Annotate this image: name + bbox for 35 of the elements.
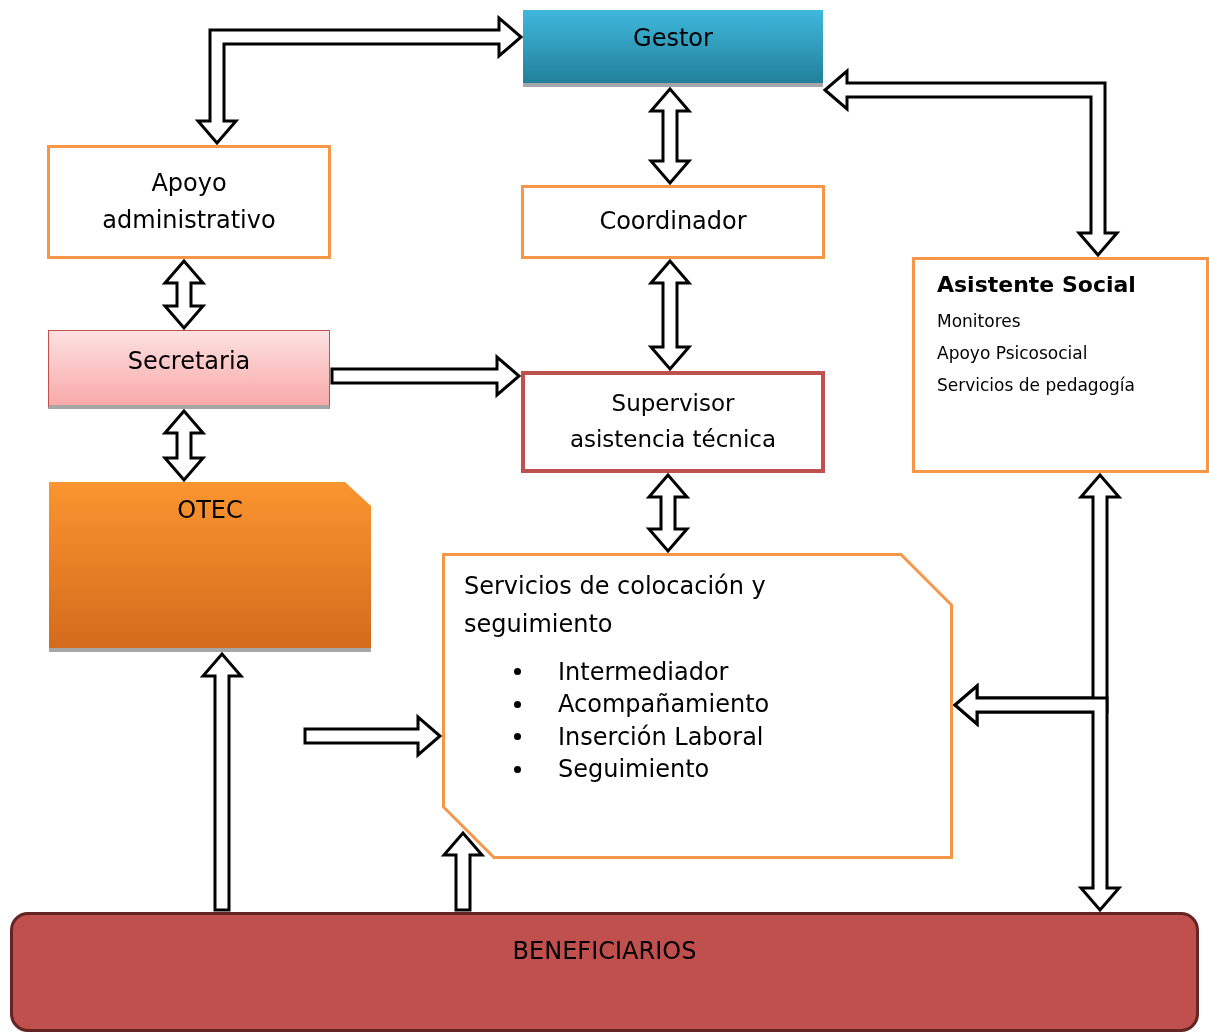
block-arrow	[647, 86, 693, 186]
node-text: Secretaria	[127, 346, 251, 377]
node-text: Apoyo administrativo	[101, 167, 277, 236]
list-item: Servicios de pedagogía	[937, 375, 1136, 395]
node-text: Supervisor asistencia técnica	[568, 389, 778, 454]
block-arrow	[440, 830, 486, 912]
bullet-item: Seguimiento	[558, 753, 710, 785]
block-arrow	[647, 258, 693, 372]
bullet-item: Acompañamiento	[558, 689, 770, 721]
node-text: Gestor	[633, 23, 713, 54]
node-text: Coordinador	[599, 206, 747, 238]
bullet-item: Inserción Laboral	[558, 721, 764, 753]
process-box	[521, 185, 825, 259]
process-box	[523, 10, 823, 87]
block-arrow	[199, 651, 245, 912]
node-text: BENEFICIARIOS	[512, 936, 697, 967]
block-arrow	[161, 408, 207, 483]
list-item: Apoyo Psicosocial	[937, 343, 1089, 363]
block-arrow	[303, 713, 443, 759]
process-box	[48, 330, 330, 409]
block-arrow	[161, 258, 207, 331]
process-box	[521, 371, 825, 473]
process-box	[47, 145, 331, 259]
band-box	[10, 912, 1199, 1032]
block-arrow	[822, 67, 1121, 258]
heading-text: Asistente Social	[937, 272, 1137, 297]
process-box	[912, 257, 1209, 473]
heading-text: Servicios de colocación y seguimiento	[464, 571, 767, 641]
bullet-item: Intermediador	[558, 656, 729, 688]
block-arrow	[952, 682, 1123, 913]
node-text: OTEC	[177, 495, 243, 526]
block-arrow	[645, 472, 691, 554]
list-item: Monitores	[937, 311, 1022, 331]
block-arrow	[194, 14, 524, 146]
block-arrow	[330, 353, 522, 399]
